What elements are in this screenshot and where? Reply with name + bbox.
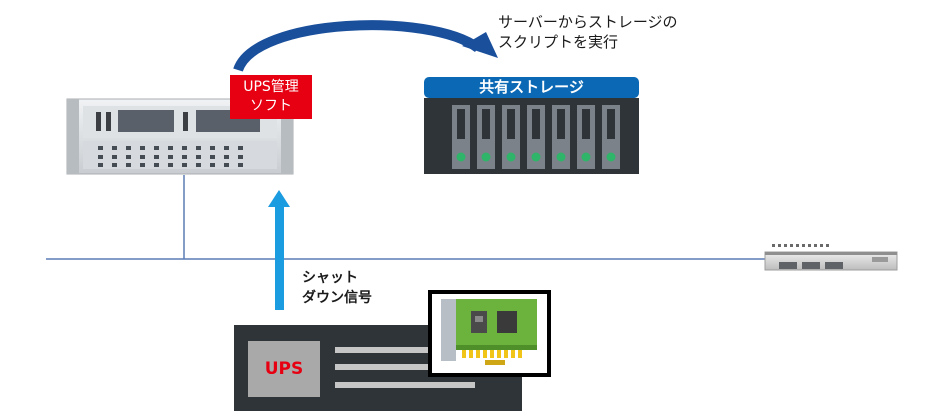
network-switch-icon [764, 244, 898, 271]
storage-icon [424, 98, 639, 174]
storage-drive-bays [452, 105, 620, 169]
shutdown-signal-arrow [268, 190, 290, 310]
network-card-icon [428, 290, 551, 377]
network-lines [46, 175, 765, 260]
ups-software-label: UPS管理 ソフト [230, 75, 312, 119]
shutdown-signal-label: シャット ダウン信号 [302, 270, 372, 306]
ups-device-label: UPS [264, 359, 304, 379]
script-execution-label: サーバーからストレージの スクリプトを実行 [498, 13, 678, 51]
ups-software-text: UPS管理 ソフト [243, 79, 299, 114]
shared-storage-title: 共有ストレージ [424, 77, 639, 98]
script-execution-arrow [233, 20, 498, 73]
server-icon [66, 98, 294, 175]
